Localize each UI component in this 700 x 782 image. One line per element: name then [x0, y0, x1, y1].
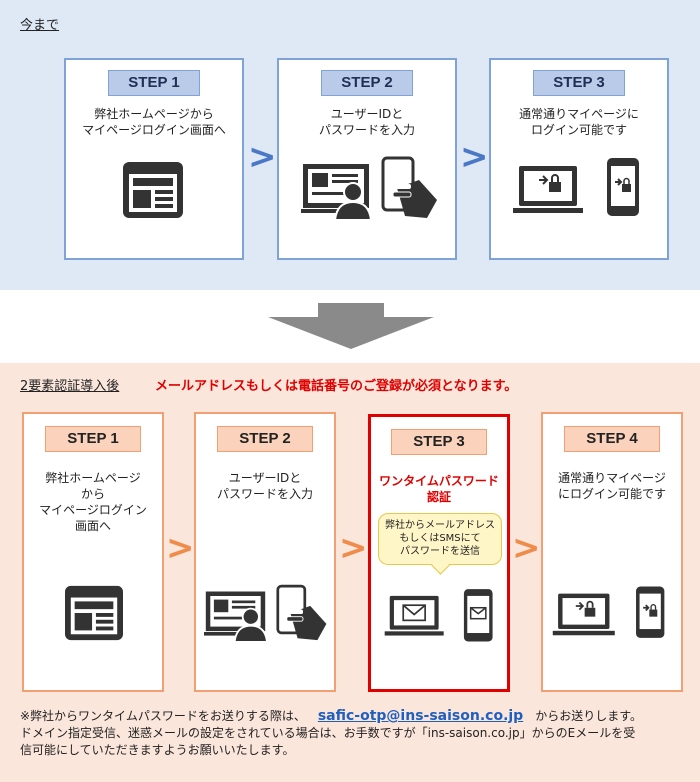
- step-text-line: マイページログイン: [39, 503, 147, 517]
- step-badge: STEP 2: [217, 426, 313, 452]
- step-description: 弊社ホームページから マイページログイン画面へ: [70, 106, 238, 138]
- step-description: 弊社ホームページ から マイページログイン 画面へ: [28, 470, 158, 534]
- step-description: ユーザーIDと パスワードを入力: [200, 470, 330, 502]
- step-text-line: 弊社ホームページ: [45, 471, 141, 485]
- before-step-2-card: STEP 2 ユーザーIDと パスワードを入力: [277, 58, 457, 260]
- step-text-line: 弊社ホームページから: [94, 107, 214, 121]
- step-arrow: >: [248, 137, 277, 177]
- step-description: ワンタイムパスワード 認証: [375, 473, 503, 505]
- speech-bubble: 弊社からメールアドレス もしくはSMSにて パスワードを送信: [378, 513, 502, 575]
- footer-text: ※弊社からワンタイムパスワードをお送りする際は、: [20, 709, 306, 723]
- footer-line-3: 信可能にしていただきますようお願いいたします。: [20, 743, 295, 757]
- sender-email-link[interactable]: safic-otp@ins-saison.co.jp: [317, 708, 524, 724]
- step-text-line: ログイン可能です: [530, 123, 627, 137]
- step-arrow: >: [460, 137, 489, 177]
- down-arrow-icon: [268, 303, 434, 349]
- step-text-line: ユーザーIDと: [330, 107, 404, 121]
- step-text-line: 通常通りマイページ: [558, 471, 666, 485]
- before-section: 今まで STEP 1 弊社ホームページから マイページログイン画面へ > STE…: [0, 0, 700, 290]
- footer-line-1: ※弊社からワンタイムパスワードをお送りする際は、 safic-otp@ins-sa…: [20, 708, 690, 725]
- step-arrow: >: [339, 528, 368, 568]
- step-badge: STEP 3: [391, 429, 487, 455]
- step-text-line: パスワードを入力: [318, 123, 415, 137]
- step-text-line: ユーザーIDと: [228, 471, 302, 485]
- step-text-line: から: [80, 487, 105, 501]
- after-step-2-card: STEP 2 ユーザーIDと パスワードを入力: [194, 412, 336, 692]
- step-description: 通常通りマイページ にログイン可能です: [547, 470, 677, 502]
- step-badge: STEP 1: [108, 70, 200, 96]
- mail-devices-icon: [384, 589, 493, 642]
- pc-and-phone-icon: [204, 584, 327, 643]
- registration-notice: メールアドレスもしくは電話番号のご登録が必須となります。: [155, 379, 518, 394]
- step-arrow: >: [512, 528, 541, 568]
- step-description: ユーザーIDと パスワードを入力: [283, 106, 451, 138]
- step-text-line: パスワードを入力: [216, 487, 313, 501]
- step-badge: STEP 2: [321, 70, 413, 96]
- pc-and-phone-icon: [301, 156, 437, 221]
- before-label: 今まで: [20, 18, 60, 33]
- after-step-1-card: STEP 1 弊社ホームページ から マイページログイン 画面へ: [22, 412, 164, 692]
- after-label: 2要素認証導入後: [20, 379, 120, 394]
- step-text-line: 認証: [426, 490, 451, 504]
- step-badge: STEP 4: [564, 426, 660, 452]
- step-text-line: にログイン可能です: [557, 487, 666, 501]
- footer-note: ※弊社からワンタイムパスワードをお送りする際は、 safic-otp@ins-sa…: [20, 708, 690, 759]
- webpage-icon: [123, 162, 183, 218]
- footer-line-2: ドメイン指定受信、迷惑メールの設定をされている場合は、お手数ですが「ins-sa…: [20, 726, 636, 740]
- step-badge: STEP 3: [533, 70, 625, 96]
- footer-text: からお送りします。: [535, 709, 643, 723]
- step-text-line: ワンタイムパスワード: [379, 474, 499, 488]
- step-arrow: >: [166, 528, 195, 568]
- step-description: 通常通りマイページに ログイン可能です: [495, 106, 663, 138]
- step-badge: STEP 1: [45, 426, 141, 452]
- bubble-text-line: 弊社からメールアドレス: [385, 520, 495, 531]
- bubble-text-line: もしくはSMSにて: [399, 533, 481, 544]
- after-step-3-card: STEP 3 ワンタイムパスワード 認証 弊社からメールアドレス もしくはSMS…: [368, 414, 510, 692]
- step-text-line: 画面へ: [74, 519, 111, 533]
- bubble-tail: [431, 556, 450, 575]
- before-step-1-card: STEP 1 弊社ホームページから マイページログイン画面へ: [64, 58, 244, 260]
- before-step-3-card: STEP 3 通常通りマイページに ログイン可能です: [489, 58, 669, 260]
- login-devices-icon: [552, 586, 665, 638]
- after-step-4-card: STEP 4 通常通りマイページ にログイン可能です: [541, 412, 683, 692]
- bubble-text-line: パスワードを送信: [400, 546, 480, 557]
- login-devices-icon: [513, 158, 639, 216]
- webpage-icon: [65, 585, 123, 641]
- step-text-line: マイページログイン画面へ: [82, 123, 226, 137]
- step-text-line: 通常通りマイページに: [519, 107, 639, 121]
